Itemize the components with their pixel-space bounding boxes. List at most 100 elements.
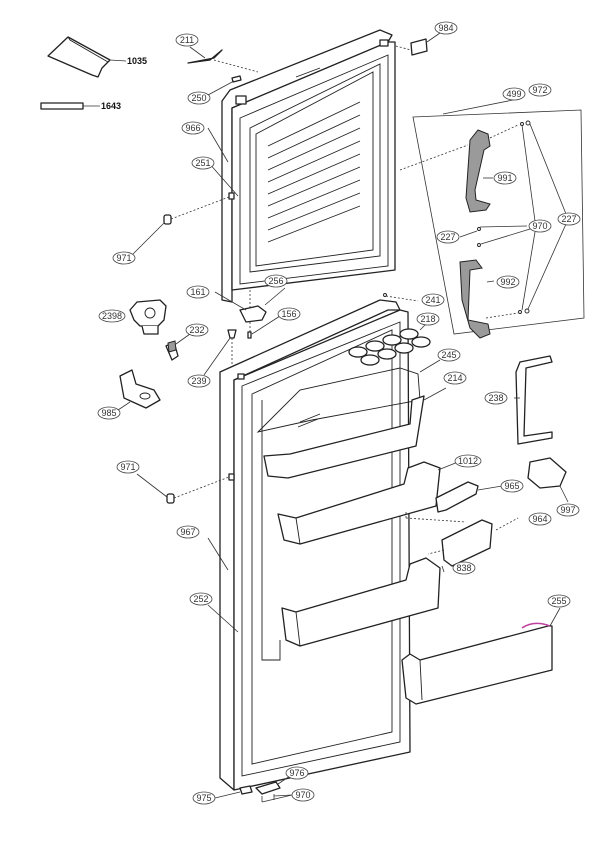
callout-number: 964 xyxy=(532,514,547,524)
callout-oval xyxy=(97,406,121,420)
callout-oval xyxy=(502,87,526,101)
fridge-door xyxy=(219,299,411,791)
callout-838: 838 xyxy=(452,561,476,575)
label-1035: 1035 xyxy=(127,56,147,66)
callout-251: 251 xyxy=(191,156,215,170)
callout-oval xyxy=(496,275,520,289)
callout-oval xyxy=(443,371,467,385)
callout-oval xyxy=(187,91,211,105)
callout-oval xyxy=(186,285,210,299)
callout-oval xyxy=(285,766,309,780)
callout-number: 991 xyxy=(497,173,512,183)
callout-number: 214 xyxy=(447,373,462,383)
part-214-shelf xyxy=(263,387,447,479)
callout-oval xyxy=(528,219,552,233)
callout-number: 975 xyxy=(196,793,211,803)
part-245-dairy-cover xyxy=(256,359,441,433)
handle-992 xyxy=(459,259,491,339)
callout-245: 245 xyxy=(437,348,461,362)
callout-oval xyxy=(556,503,580,517)
callout-number: 992 xyxy=(500,277,515,287)
callout-967: 967 xyxy=(176,525,200,539)
callout-number: 970 xyxy=(295,790,310,800)
callout-992: 992 xyxy=(496,275,520,289)
callout-991: 991 xyxy=(493,171,517,185)
part-250-pin xyxy=(207,75,242,96)
callout-number: 227 xyxy=(561,214,576,224)
callout-255: 255 xyxy=(547,594,571,608)
callout-number: 239 xyxy=(191,376,206,386)
callout-number: 966 xyxy=(185,123,200,133)
callout-oval xyxy=(421,293,445,307)
callout-oval xyxy=(484,391,508,405)
handle-inset-box xyxy=(399,98,585,339)
callout-number: 156 xyxy=(281,309,296,319)
callout-971: 971 xyxy=(116,460,140,474)
callout-250: 250 xyxy=(187,91,211,105)
part-838-shelf xyxy=(281,557,441,647)
callout-number: 976 xyxy=(289,768,304,778)
callout-227: 227 xyxy=(557,212,581,226)
callout-number: 256 xyxy=(268,276,283,286)
callout-oval xyxy=(291,788,315,802)
part-971-stopper-upper xyxy=(132,196,230,255)
callout-997: 997 xyxy=(556,503,580,517)
callout-number: 1012 xyxy=(458,456,478,466)
callout-2398: 2398 xyxy=(98,309,126,323)
callout-number: 2398 xyxy=(102,311,122,321)
callout-number: 161 xyxy=(190,287,205,297)
callout-256: 256 xyxy=(264,274,288,288)
callout-oval xyxy=(436,230,460,244)
callout-oval xyxy=(116,460,140,474)
callout-oval xyxy=(264,274,288,288)
callout-239: 239 xyxy=(187,374,211,388)
part-965-bin xyxy=(435,481,503,513)
callout-oval xyxy=(416,312,440,326)
handle-991 xyxy=(465,129,491,213)
callout-211: 211 xyxy=(175,33,199,47)
callout-number: 972 xyxy=(532,85,547,95)
freezer-door-ribs xyxy=(267,101,361,243)
callout-965: 965 xyxy=(500,479,524,493)
callout-oval xyxy=(175,33,199,47)
callout-number: 971 xyxy=(116,253,131,263)
callout-1012: 1012 xyxy=(454,454,482,468)
part-975-bottom-hinge xyxy=(214,785,253,799)
callout-976: 976 xyxy=(285,766,309,780)
callout-number: 211 xyxy=(180,35,194,45)
part-255-bottle-shelf xyxy=(401,607,561,705)
callout-oval xyxy=(557,212,581,226)
callout-970: 970 xyxy=(291,788,315,802)
callout-oval xyxy=(277,307,301,321)
part-976-bottom-bracket xyxy=(255,775,291,795)
callout-499: 499 xyxy=(502,87,526,101)
callout-214: 214 xyxy=(443,371,467,385)
callout-number: 997 xyxy=(560,505,575,515)
label-1643: 1643 xyxy=(101,101,121,111)
callout-oval xyxy=(187,374,211,388)
callout-number: 971 xyxy=(120,462,135,472)
callout-number: 232 xyxy=(189,325,204,335)
callout-oval xyxy=(192,791,216,805)
part-1012-shelf xyxy=(277,461,459,545)
callout-972: 972 xyxy=(528,83,552,97)
callout-oval xyxy=(185,323,209,337)
callout-161: 161 xyxy=(186,285,210,299)
part-211-clip xyxy=(187,46,259,73)
callout-number: 227 xyxy=(440,232,455,242)
callout-oval xyxy=(493,171,517,185)
callout-number: 838 xyxy=(456,563,471,573)
callout-oval xyxy=(528,83,552,97)
callout-oval xyxy=(528,512,552,526)
callout-oval xyxy=(181,121,205,135)
callout-number: 218 xyxy=(420,314,435,324)
callout-238: 238 xyxy=(484,391,508,405)
callout-oval xyxy=(176,525,200,539)
callout-number: 252 xyxy=(193,594,208,604)
callout-oval xyxy=(437,348,461,362)
callout-218: 218 xyxy=(416,312,440,326)
callout-oval xyxy=(98,309,126,323)
callout-232: 232 xyxy=(185,323,209,337)
